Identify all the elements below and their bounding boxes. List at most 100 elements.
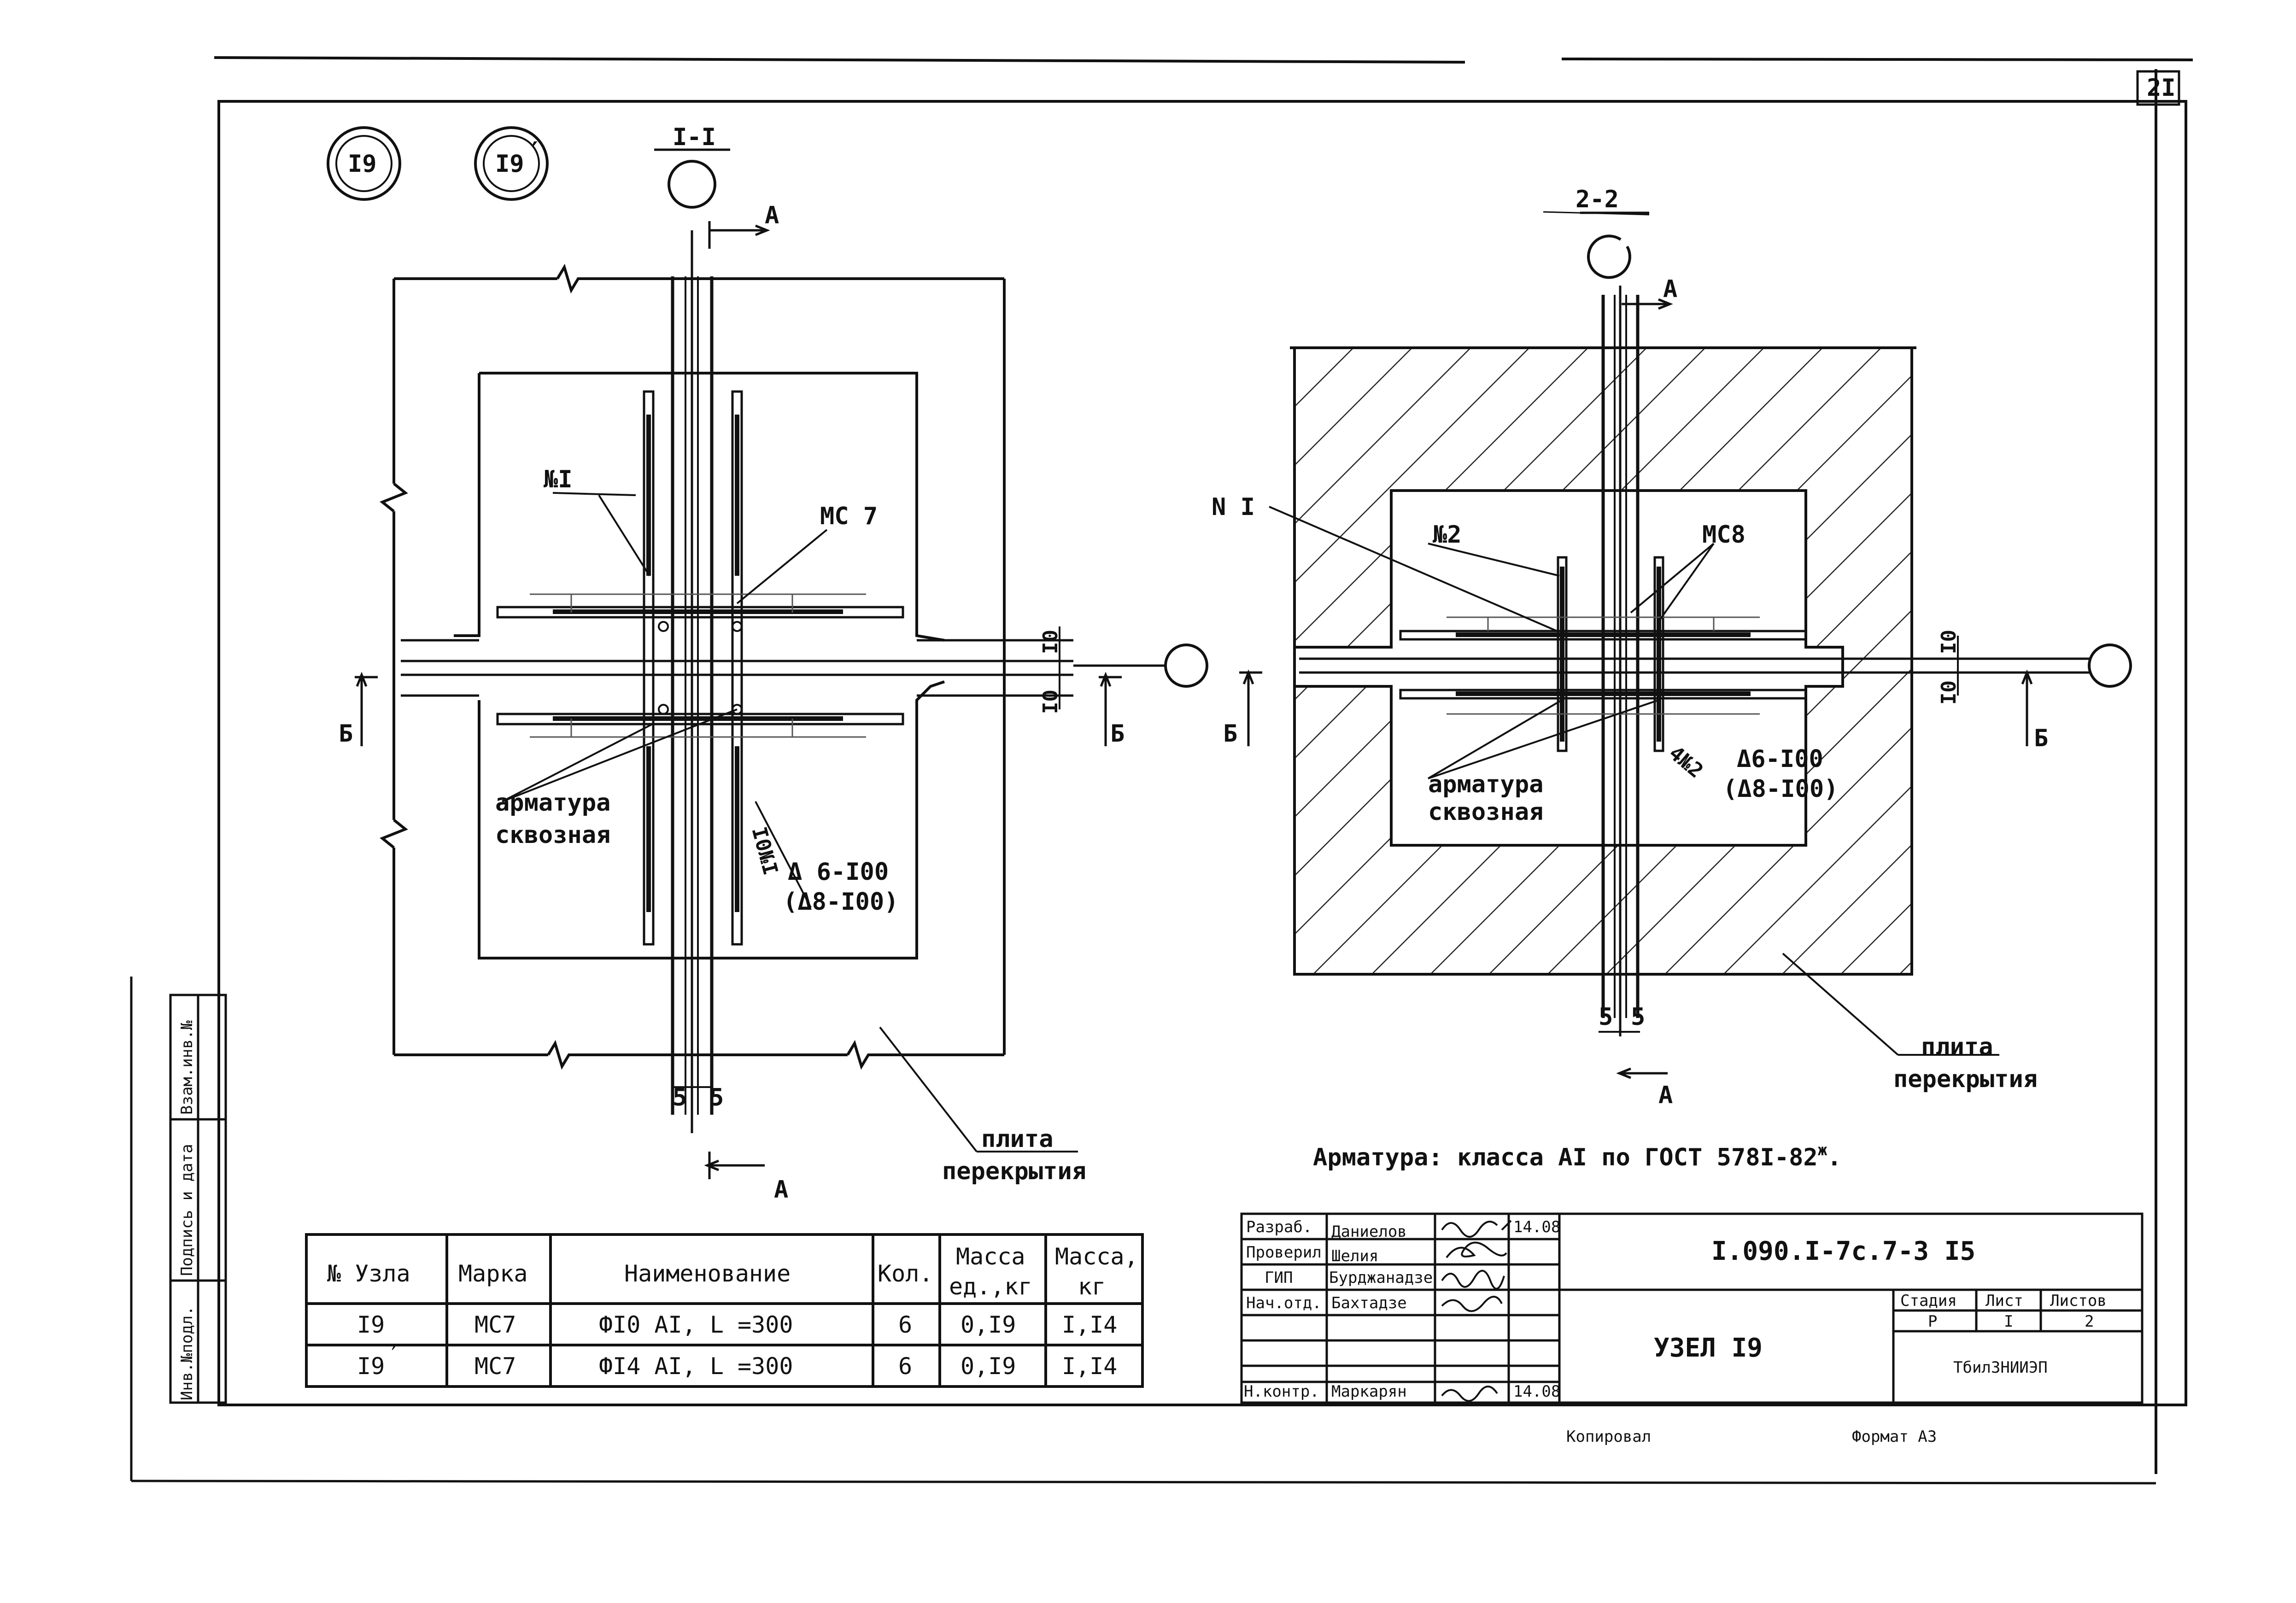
side-stamp-replace: Взам.инв.№ [178,1020,196,1115]
title-block [1240,1212,2144,1404]
tb-name: Маркарян [1331,1382,1407,1401]
spec-cell: 0,I9 [961,1311,1016,1338]
spec-header-mark: Марка [458,1260,528,1287]
tb-name: Бурджанадзе [1329,1269,1433,1287]
tb-sheet: I [2004,1312,2013,1331]
spec-header-unit-mass-2: ед.,кг [949,1273,1032,1300]
tb-role: Разраб. [1246,1218,1312,1236]
right-label-delta1: Δ6-I00 [1737,745,1823,773]
spec-cell: МС7 [474,1353,516,1380]
tb-role: Проверил [1246,1243,1322,1262]
sheet-frame [130,56,2193,1485]
spec-cell: I9 [357,1311,385,1338]
tb-sheet-label: Лист [1986,1292,2023,1310]
spec-cell: I,I4 [1062,1353,1117,1380]
spec-cell: 6 [898,1353,912,1380]
left-dim-h2: 5 [709,1084,724,1112]
tb-org: ТбилЗНИИЭП [1953,1358,2048,1377]
left-dim-v1: I0 [1039,630,1062,654]
rebar-note-sup: ж [1818,1141,1827,1159]
spec-cell: I,I4 [1062,1311,1117,1338]
right-cut-a-bottom: А [1658,1082,1673,1109]
tb-name: Шелия [1331,1247,1378,1265]
tb-sheets: 2 [2085,1312,2094,1331]
right-label-arm1: арматура [1428,771,1543,798]
right-section-title: 2-2 [1576,186,1619,213]
left-section-title: I-I [673,123,716,151]
spec-cell-prime: ′ [387,1341,401,1368]
left-rebar-tag: I0№I [747,825,782,878]
left-label-arm1: арматура [495,789,610,817]
spec-header-node: № Узла [327,1260,410,1287]
side-stamp-sign: Подпись и дата [178,1144,196,1276]
spec-cell: МС7 [474,1311,516,1338]
spec-cell: 6 [898,1311,912,1338]
right-dim-h1: 5 [1599,1003,1613,1031]
right-cut-b-right: Б [2034,725,2048,752]
spec-header-qty: Кол. [878,1260,933,1287]
tb-name: Даниелов [1331,1223,1407,1241]
tb-title: УЗЕЛ I9 [1654,1333,1763,1363]
node-marker-left [327,126,401,201]
left-cut-b-right: Б [1110,720,1125,748]
right-view [1239,211,2132,1079]
right-dim-h2: 5 [1631,1003,1645,1031]
spec-header-mass-1: Масса, [1055,1243,1138,1270]
left-cut-b-left: Б [339,720,353,748]
tb-code: I.090.I-7с.7-3 I5 [1711,1236,1975,1266]
spec-cell: 0,I9 [961,1353,1016,1380]
left-label-arm2: сквозная [495,821,610,849]
left-label-delta1: Δ 6-I00 [788,858,889,886]
footer-format: Формат А3 [1852,1427,1937,1446]
side-stamp-inv: Инв.№подл. [178,1306,196,1400]
left-label-slab2: перекрытия [942,1158,1086,1185]
side-stamp [169,994,227,1404]
rebar-note: Арматура: класса АI по ГОСТ 578I-82ж. [1313,1141,1842,1171]
footer-copied: Копировал [1566,1427,1651,1446]
tb-role: Н.контр. [1244,1382,1319,1401]
right-cut-a-top: А [1663,275,1677,303]
tb-role: Нач.отд. [1246,1294,1322,1312]
right-label-slab2: перекрытия [1893,1065,2038,1093]
spec-cell: ФI4 АI, L =300 [599,1353,793,1380]
left-cut-a-bottom: А [774,1176,788,1204]
right-label-n2: №2 [1433,521,1462,549]
node-marker-right [474,126,549,201]
right-label-arm2: сквозная [1428,798,1543,826]
node-marker-right-label: I9 [495,150,524,178]
tb-signatures [1441,1220,1512,1402]
right-label-delta2: (Δ8-I00) [1723,775,1838,803]
left-label-mc: МС 7 [820,503,878,530]
right-dim-v2: I0 [1937,680,1961,705]
spec-cell: ФI0 АI, L =300 [599,1311,793,1338]
right-cut-b-left: Б [1223,720,1237,748]
right-label-tag: 4№2 [1664,741,1708,783]
tb-sheets-label: Листов [2050,1292,2107,1310]
left-dim-v2: I0 [1039,690,1062,714]
page-number: 2I [2147,74,2176,102]
right-label-slab1: плита [1921,1033,1993,1061]
left-label-delta2: (Δ8-I00) [783,888,898,916]
spec-header-name: Наименование [624,1260,791,1287]
left-label-slab1: плита [981,1125,1054,1153]
left-cut-a-top: А [765,202,779,229]
spec-header-mass-2: кг [1078,1273,1106,1300]
right-label-n1: N I [1212,493,1255,521]
tb-date: 14.08 [1513,1218,1560,1236]
tb-stage: Р [1928,1312,1937,1331]
tb-role: ГИП [1265,1269,1293,1287]
tb-name: Бахтадзе [1331,1294,1407,1312]
left-view [355,148,1208,1179]
node-marker-right-prime: ′ [527,137,542,165]
left-label-n1: №I [544,466,573,493]
spec-header-unit-mass-1: Масса [956,1243,1025,1270]
right-label-mc: МС8 [1702,521,1745,549]
rebar-note-text: Арматура: класса АI по ГОСТ 578I-82 [1313,1144,1818,1171]
right-dim-v1: I0 [1937,630,1961,654]
tb-stage-label: Стадия [1900,1292,1957,1310]
tb-date: 14.08 [1513,1382,1560,1401]
spec-cell: I9 [357,1353,385,1380]
spec-table [305,1233,1144,1388]
rebar-note-dot: . [1827,1144,1841,1171]
